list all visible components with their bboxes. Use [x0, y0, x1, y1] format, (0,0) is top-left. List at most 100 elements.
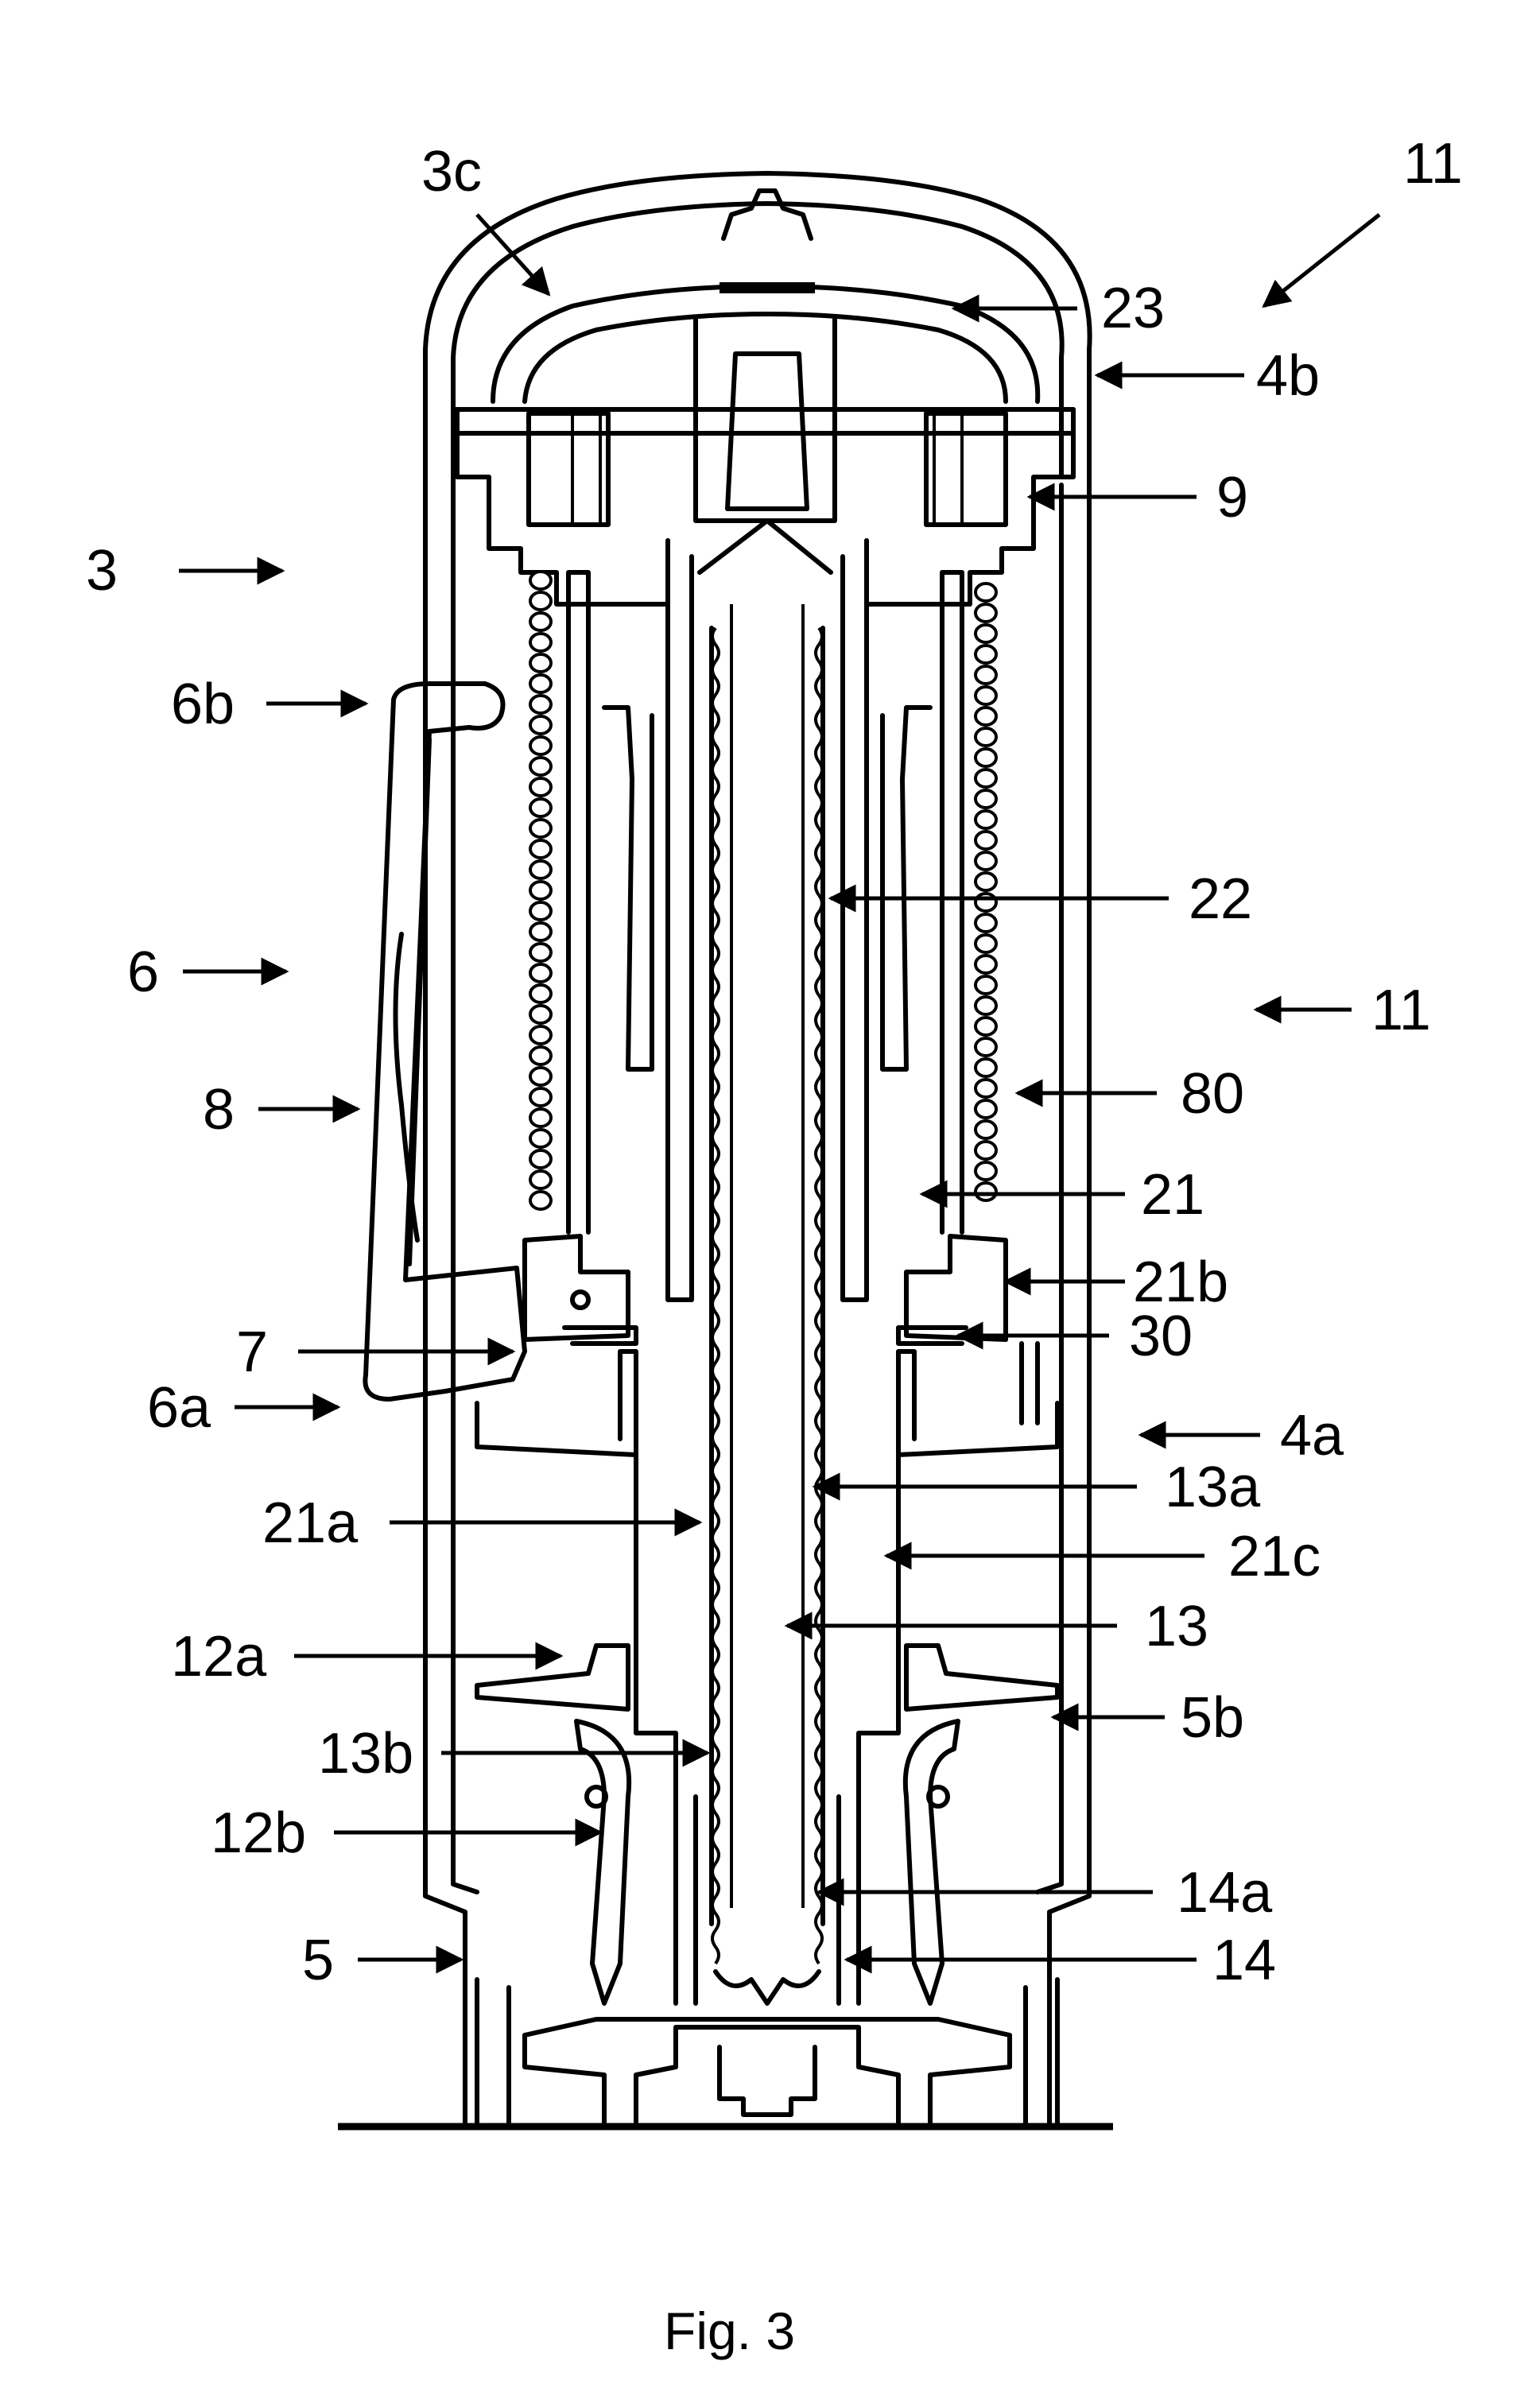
label-11-mid: 11: [1371, 979, 1431, 1042]
spring-coil: [529, 591, 553, 611]
rod-bead: [711, 1528, 720, 1565]
spring-coil: [529, 1087, 553, 1107]
rod-bead: [711, 960, 720, 997]
label-3c: 3c: [421, 140, 482, 204]
rod-bead: [814, 1662, 824, 1698]
label-3: 3: [86, 539, 118, 603]
outer-housing-right: [1047, 475, 1092, 2129]
rod-bead: [814, 960, 824, 997]
spring-coil: [529, 653, 553, 673]
rod-bead: [711, 1294, 720, 1331]
spring-coil: [974, 851, 998, 871]
spring-coil: [529, 859, 553, 880]
rod-bead: [711, 1027, 720, 1064]
spring-coil: [974, 1140, 998, 1161]
collar-left: [475, 1349, 638, 1457]
rod-bead: [814, 1027, 824, 1064]
spring-coil: [974, 809, 998, 830]
spring-coil: [974, 1078, 998, 1099]
rod-bead: [711, 1227, 720, 1264]
spring-coil: [974, 644, 998, 665]
label-6: 6: [127, 940, 159, 1004]
flange-left: [475, 1643, 630, 1712]
rod-bead: [814, 1161, 824, 1197]
spring-guide-left: [602, 705, 654, 1072]
spring-coil: [529, 735, 553, 756]
rod-bead: [814, 1061, 824, 1097]
rod-bead: [711, 693, 720, 730]
spring-coil: [974, 727, 998, 747]
rod-bead: [814, 693, 824, 730]
spring-coil: [974, 933, 998, 954]
latch-left: [522, 1234, 630, 1342]
spring-coil: [529, 1025, 553, 1045]
rod-bead: [814, 860, 824, 897]
rod-bead: [711, 1662, 720, 1698]
rod-bead: [814, 1762, 824, 1798]
leader-arrows: [179, 213, 1381, 1974]
spring-coil: [974, 1119, 998, 1140]
label-12a: 12a: [171, 1625, 267, 1689]
rod-bead: [814, 1094, 824, 1130]
sleeve-lower-right: [856, 1452, 901, 1910]
arrow-3c: [475, 213, 551, 297]
label-14a: 14a: [1177, 1861, 1273, 1925]
spring-coil: [529, 1169, 553, 1190]
spring-coil: [529, 880, 553, 901]
rod-bead: [711, 1561, 720, 1598]
plunger-cone: [697, 518, 833, 575]
rod-bead: [814, 1795, 824, 1832]
rod-bead: [711, 1795, 720, 1832]
rod-bead: [711, 1428, 720, 1464]
rod-bead: [814, 760, 824, 797]
rod-bead: [711, 860, 720, 897]
spring-coil: [974, 685, 998, 706]
top-plunger-inner: [725, 351, 809, 511]
spring-coil: [529, 570, 553, 591]
rod-bead: [814, 1328, 824, 1364]
device-cross-section: [338, 171, 1113, 2131]
label-5b: 5b: [1181, 1686, 1244, 1750]
outer-housing-left: [423, 475, 467, 2129]
rod-bead: [711, 1328, 720, 1364]
label-21a: 21a: [262, 1491, 359, 1555]
rod-bead: [711, 1394, 720, 1431]
central-rod: [709, 626, 825, 1926]
rod-bead: [711, 1595, 720, 1631]
label-9: 9: [1216, 466, 1248, 529]
label-4b: 4b: [1256, 344, 1320, 408]
spring-coil: [974, 913, 998, 933]
spring-coil: [529, 901, 553, 921]
spring-coil: [974, 1057, 998, 1078]
spring-coil: [529, 839, 553, 859]
spring-coil: [974, 1037, 998, 1057]
trigger-lever-inner: [407, 737, 432, 1266]
clip-arm-right: [902, 1719, 960, 2006]
rod-bead: [814, 1394, 824, 1431]
spring-coil: [529, 963, 553, 983]
spring-coil: [529, 632, 553, 653]
spring-coil: [529, 1045, 553, 1066]
clip-nub-left: [584, 1785, 608, 1809]
spring-coil: [529, 1107, 553, 1128]
housing-block-right: [924, 411, 1008, 527]
spring-coil: [529, 1149, 553, 1169]
housing-block-left: [526, 411, 611, 527]
spring-rod-right: [940, 570, 964, 1235]
label-13a: 13a: [1165, 1456, 1261, 1519]
needle-holder-left: [673, 1794, 698, 2006]
trigger-lever: [363, 681, 527, 1402]
spring-coil: [529, 611, 553, 632]
rod-bead: [711, 1161, 720, 1197]
spring-coil: [529, 818, 553, 839]
spring-coil: [529, 1190, 553, 1211]
label-4a: 4a: [1280, 1404, 1344, 1468]
rod-bead: [814, 1929, 824, 1965]
base-cap: [717, 2045, 817, 2117]
base-wall-right: [1023, 1977, 1060, 2129]
spring-coil: [974, 706, 998, 727]
rod-bead: [711, 894, 720, 930]
label-13b: 13b: [318, 1722, 413, 1786]
rod-bead: [814, 1628, 824, 1665]
